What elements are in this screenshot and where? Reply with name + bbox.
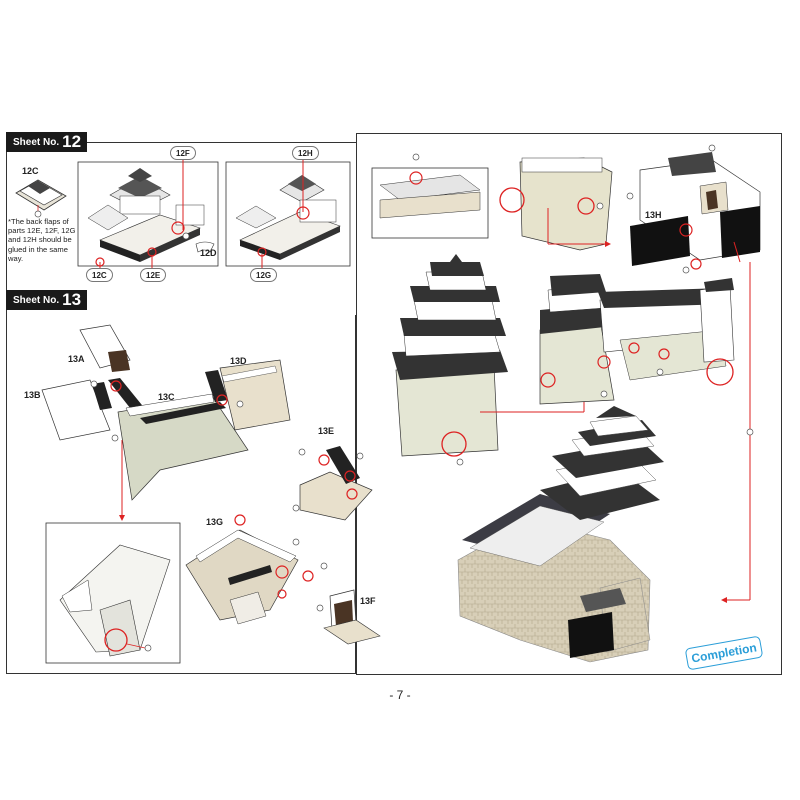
part-label-12d: 12D — [200, 248, 217, 258]
assembly-step-corner — [499, 157, 634, 251]
assembly-step-wall — [371, 153, 489, 239]
part-label-13f: 13F — [360, 596, 376, 606]
part-label-12e: 12E — [140, 268, 167, 282]
sheet13-zoom-inset — [45, 522, 181, 664]
part-label-12c: 12C — [22, 166, 39, 176]
completed-castle-model — [457, 406, 664, 663]
page-number: - 7 - — [389, 688, 411, 702]
sheet-label-text: Sheet No. — [13, 136, 60, 148]
sheet12-label: Sheet No. 12 — [6, 132, 88, 152]
part-13f-drawing — [316, 589, 381, 645]
part-label-12g: 12G — [250, 268, 278, 282]
part-label-13g: 13G — [206, 517, 224, 527]
part-label-13e: 13E — [318, 426, 335, 436]
part-12c-drawing — [15, 179, 67, 218]
part-label-13a: 13A — [68, 354, 85, 364]
sheet-number: 13 — [62, 290, 82, 309]
part-label-12f: 12F — [170, 146, 196, 160]
sheet13-label: Sheet No. 13 — [6, 290, 88, 310]
part-13e-drawing — [292, 446, 373, 521]
part-label-13c: 13C — [158, 392, 175, 402]
assembly-step-gate — [630, 144, 761, 274]
part-label-13d: 13D — [230, 356, 247, 366]
part-label-13b: 13B — [24, 390, 41, 400]
assembly-side-complex — [539, 262, 754, 603]
sheet-number: 12 — [62, 132, 82, 151]
part-13g-drawing — [185, 514, 328, 625]
part-label-12h: 12H — [292, 146, 319, 160]
part-label-12c-bottom: 12C — [86, 268, 113, 282]
assembly-main-keep — [392, 254, 585, 466]
sheet13-wall-assembly — [41, 324, 291, 521]
sheet-label-text: Sheet No. — [13, 294, 60, 306]
part-label-13h: 13H — [645, 210, 662, 220]
glue-note: *The back flaps of parts 12E, 12F, 12G a… — [8, 217, 76, 263]
sheet12-castle-a — [77, 158, 219, 272]
sheet12-castle-b — [225, 158, 351, 270]
